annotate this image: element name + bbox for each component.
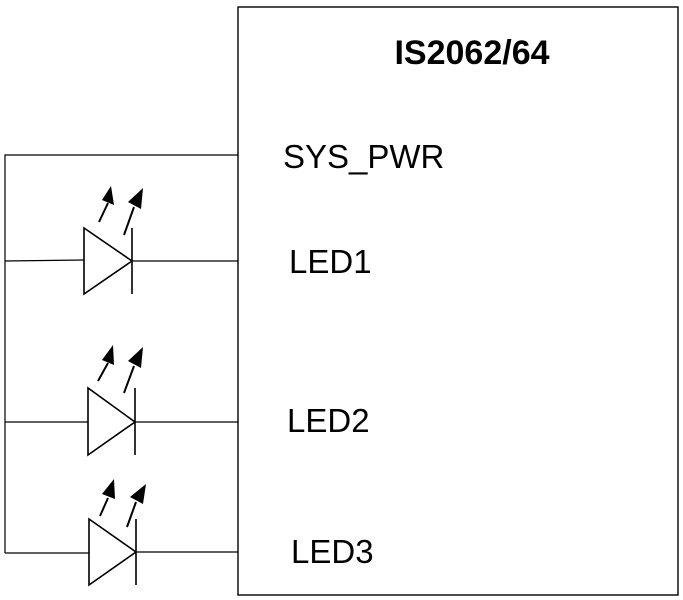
led1-anode-wire — [4, 259, 85, 262]
led3-diode-triangle — [88, 517, 138, 587]
chip-title: IS2062/64 — [394, 34, 549, 72]
pin-label-sys-pwr: SYS_PWR — [283, 138, 444, 175]
led2-diode-triangle — [87, 386, 137, 457]
led1-light-arrow-shaft — [123, 206, 135, 236]
power-rail-wire — [4, 154, 238, 553]
pin-label-led1: LED1 — [289, 243, 372, 280]
ic-chip-box — [237, 6, 679, 596]
led3-light-arrow-shaft — [99, 497, 109, 517]
led1-light-arrow-icon — [102, 186, 114, 205]
led3-light-arrow-icon — [130, 484, 146, 504]
led3-light-arrow-shaft — [126, 501, 137, 528]
led2-light-arrow-shaft — [123, 365, 135, 394]
led1-diode-triangle — [83, 226, 134, 296]
led1-light-arrow-shaft — [98, 202, 109, 223]
led1-light-arrow-icon — [128, 188, 143, 209]
led1-symbol — [4, 186, 238, 296]
pin-label-led3: LED3 — [291, 533, 374, 570]
led2-light-arrow-icon — [102, 345, 114, 365]
led2-light-arrow-shaft — [97, 362, 109, 382]
led3-symbol — [5, 479, 238, 587]
led3-light-arrow-icon — [102, 479, 115, 499]
pin-label-led2: LED2 — [287, 402, 370, 439]
led2-light-arrow-icon — [128, 347, 143, 368]
led2-symbol — [5, 345, 238, 457]
